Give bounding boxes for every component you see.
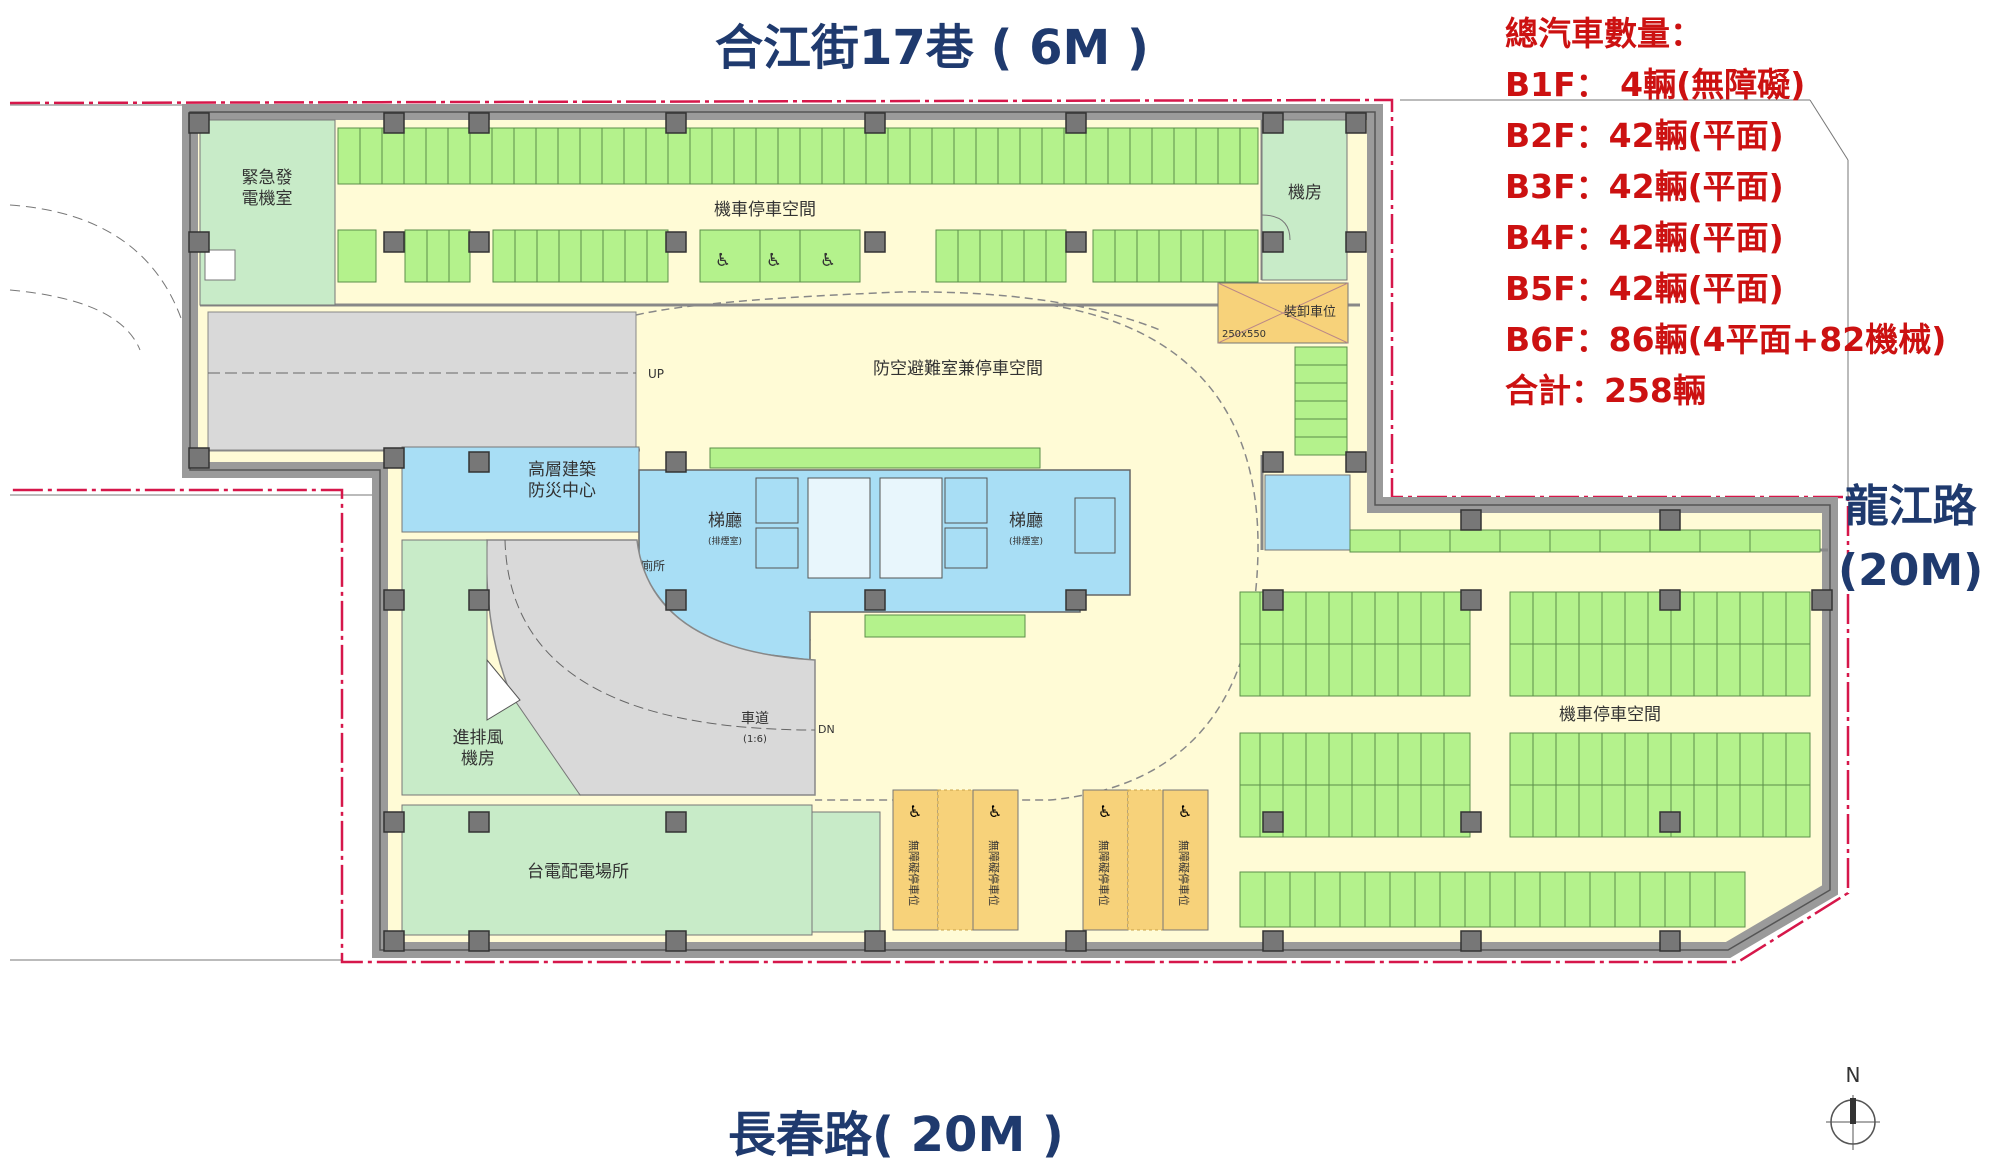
road-label-bottom: 長春路( 20M ) [728,1107,1064,1163]
columns [188,112,1833,952]
summary-total: 合計：258輛 [1505,371,1706,410]
right-core-room [1264,474,1351,551]
lobby-right-sub: (排煙室) [1009,535,1043,547]
up-label: UP [648,367,664,381]
summary-line: B4F：42輛(平面) [1505,218,1784,257]
north-label: N [1846,1063,1861,1087]
svg-text:♿: ♿ [820,250,836,271]
generator-room-label-2: 電機室 [242,189,293,209]
summary-line: B1F： 4輛(無障礙) [1505,65,1806,104]
summary-line: B5F：42輛(平面) [1505,269,1784,308]
road-label-right: 龍江路 (20M) [1838,475,1983,603]
fire-center-label-1: 高層建築 [528,460,596,480]
svg-text:♿: ♿ [766,250,782,271]
accessible-stalls: ♿ ♿ ♿ ♿ 無障礙停車位 無障礙停車位 無障礙停車位 無障礙停車位 [892,789,1209,931]
summary-line: B3F：42輛(平面) [1505,167,1784,206]
vent-room: 進排風 機房 [401,539,581,796]
lobby-left-sub: (排煙室) [708,535,742,547]
accessible-stall-label-1: 無障礙停車位 [907,840,921,906]
upper-ramp: UP [207,311,664,451]
site-outline [9,99,1849,961]
vent-room-label-1: 進排風 [453,728,504,748]
dn-label: DN [818,723,835,736]
right-stair [1294,346,1348,456]
accessible-stall-label-4: 無障礙停車位 [1177,840,1191,906]
top-parking [337,127,1259,283]
accessible-stall-label-2: 無障礙停車位 [987,840,1001,906]
summary-title: 總汽車數量： [1505,14,1703,53]
generator-room-label-1: 緊急發 [242,168,293,188]
restroom-label: 廁所 [641,558,665,573]
svg-text:♿: ♿ [1098,802,1112,821]
accessible-stall-label-3: 無障礙停車位 [1097,840,1111,906]
right-stall-dividers [1259,530,1787,927]
svg-text:♿: ♿ [908,802,922,821]
fire-center-label-2: 防災中心 [528,481,596,501]
loading-bay: 裝卸車位 250x550 [1217,282,1349,344]
lobby-right-label: 梯廳 [1009,511,1043,531]
loading-bay-size: 250x550 [1222,329,1266,340]
summary-line: B6F：86輛(4平面+82機械) [1505,320,1947,359]
road-label-right-name: 龍江路 [1844,481,1977,532]
parking-summary: 總汽車數量： B1F： 4輛(無障礙) B2F：42輛(平面) B3F：42輛(… [1505,8,1946,416]
loading-bay-label: 裝卸車位 [1284,304,1336,320]
machine-room-top-label: 機房 [1288,183,1322,203]
scooter-right-label: 機車停車空間 [1559,705,1661,725]
ramp-label: 車道 [741,710,769,727]
north-arrow-icon: N [1826,1063,1880,1150]
generator-room: 緊急發 電機室 [199,119,336,306]
building-core: 梯廳 (排煙室) 梯廳 (排煙室) 廁所 [638,447,1131,661]
circular-drive [815,304,1259,801]
machine-room-top: 機房 [1261,119,1348,281]
ramp-slope-label: (1:6) [743,734,767,745]
svg-text:♿: ♿ [988,802,1002,821]
svg-text:♿: ♿ [1178,802,1192,821]
air-raid-shelter-label: 防空避難室兼停車空間 [873,359,1043,379]
wheelchair-icon: ♿ ♿ ♿ [715,250,836,271]
substation-label: 台電配電場所 [527,862,629,882]
vent-room-label-2: 機房 [461,749,495,769]
fire-center: 高層建築 防災中心 [401,446,640,533]
svg-text:♿: ♿ [715,250,731,271]
road-label-right-width: (20M) [1838,545,1984,596]
top-stall-dividers [359,128,1241,282]
scooter-top-label: 機車停車空間 [714,200,816,220]
property-line [9,98,1850,964]
lobby-left-label: 梯廳 [708,511,742,531]
summary-line: B2F：42輛(平面) [1505,116,1784,155]
lower-ramp [485,539,816,796]
right-parking [1239,529,1821,928]
road-label-top: 合江街17巷 ( 6M ) [715,20,1149,76]
